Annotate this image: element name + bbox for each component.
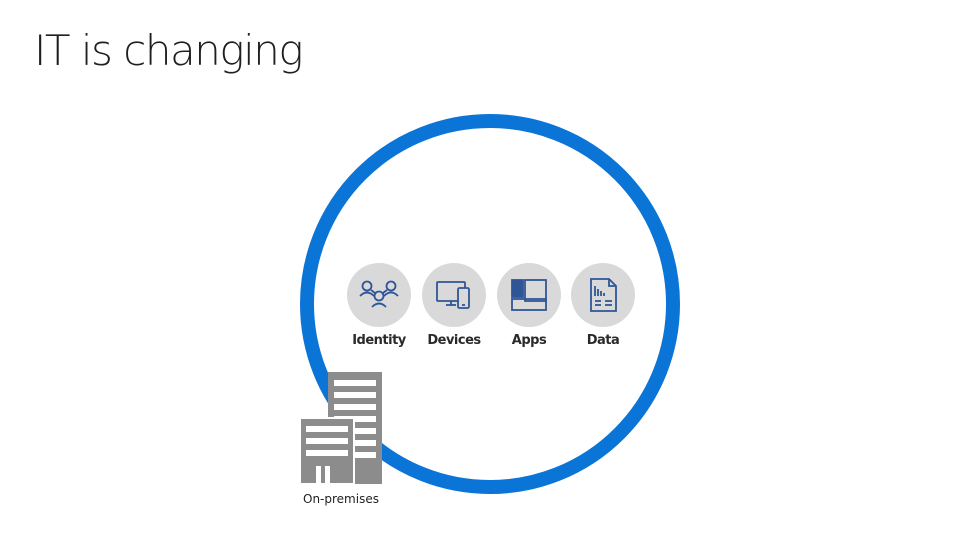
identity-people-icon	[359, 280, 399, 308]
apps-icon	[511, 279, 547, 311]
pillar-label: Identity	[352, 333, 406, 348]
data-disc	[571, 263, 635, 327]
devices-icon	[436, 281, 470, 309]
pillar-label: Data	[586, 333, 620, 348]
slide-title: IT is changing	[34, 26, 304, 75]
data-document-icon	[590, 278, 617, 312]
identity-disc	[347, 263, 411, 327]
pillar-identity: Identity	[346, 263, 412, 348]
devices-disc	[422, 263, 486, 327]
pillar-data: Data	[570, 263, 636, 348]
pillar-apps: Apps	[496, 263, 562, 348]
onprem-label: On-premises	[303, 492, 379, 506]
buildings-icon	[299, 372, 382, 484]
pillar-label: Devices	[427, 333, 481, 348]
apps-disc	[497, 263, 561, 327]
pillar-devices: Devices	[421, 263, 487, 348]
pillar-label: Apps	[511, 333, 547, 348]
